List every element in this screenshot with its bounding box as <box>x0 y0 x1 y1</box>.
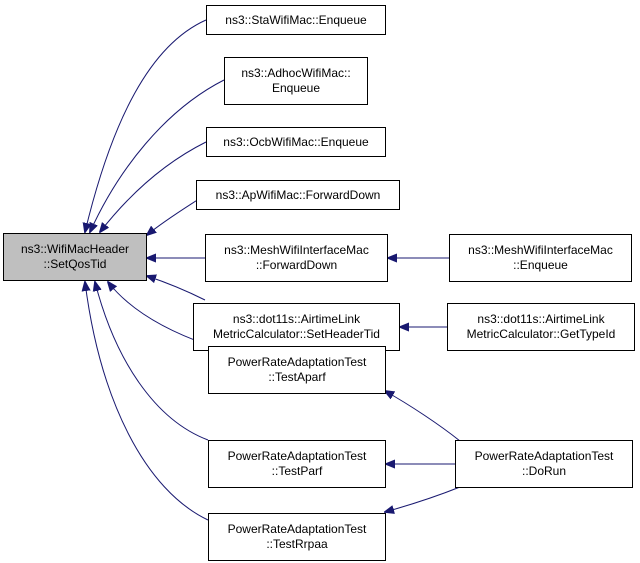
node-adhocwifimac-enqueue[interactable]: ns3::AdhocWifiMac:: Enqueue <box>224 57 368 105</box>
node-label-line2: ::DoRun <box>521 464 567 478</box>
node-airtimelinkmetriccalculator-gettypeid[interactable]: ns3::dot11s::AirtimeLink MetricCalculato… <box>447 303 635 351</box>
node-label-line1: ns3::WifiMacHeader <box>20 242 130 256</box>
node-label-line1: PowerRateAdaptationTest <box>227 355 367 369</box>
node-airtimelinkmetriccalculator-setheadertid[interactable]: ns3::dot11s::AirtimeLink MetricCalculato… <box>193 303 400 351</box>
node-label-line2: Enqueue <box>271 81 321 95</box>
node-label-line2: MetricCalculator::GetTypeId <box>466 327 616 341</box>
node-label-line2: ::TestParf <box>271 464 323 478</box>
node-label-line1: ns3::dot11s::AirtimeLink <box>477 312 605 326</box>
edge-test-parf-to-root <box>95 282 209 441</box>
node-stawifimac-enqueue[interactable]: ns3::StaWifiMac::Enqueue <box>206 5 386 35</box>
node-label-line1: ns3::AdhocWifiMac:: <box>241 66 351 80</box>
node-label-line1: PowerRateAdaptationTest <box>227 449 367 463</box>
node-apwifimac-forwarddown[interactable]: ns3::ApWifiMac::ForwardDown <box>196 180 400 210</box>
node-powerrateadaptationtest-testrrpaa[interactable]: PowerRateAdaptationTest ::TestRrpaa <box>208 513 386 561</box>
edge-adhoc-enqueue-to-root <box>90 79 225 232</box>
node-label-line1: ns3::MeshWifiInterfaceMac <box>468 243 613 257</box>
node-label-line1: ns3::dot11s::AirtimeLink <box>232 312 361 326</box>
node-powerrateadaptationtest-dorun[interactable]: PowerRateAdaptationTest ::DoRun <box>455 440 633 488</box>
node-label-line1: ns3::OcbWifiMac::Enqueue <box>223 134 369 149</box>
node-label-line1: ns3::MeshWifiInterfaceMac <box>224 243 369 257</box>
node-label-line1: PowerRateAdaptationTest <box>474 449 614 463</box>
node-label-line2: ::Enqueue <box>513 258 568 272</box>
node-meshwifiinterfacemac-forwarddown[interactable]: ns3::MeshWifiInterfaceMac ::ForwardDown <box>205 234 388 282</box>
edge-test-rrpaa-to-root <box>85 282 209 521</box>
node-powerrateadaptationtest-testparf[interactable]: PowerRateAdaptationTest ::TestParf <box>208 440 386 488</box>
edge-ocb-enqueue-to-root <box>100 141 207 232</box>
node-wifimacheader-setqostid: ns3::WifiMacHeader ::SetQosTid <box>3 233 147 281</box>
node-label-line2: ::TestRrpaa <box>266 537 328 551</box>
node-label-line2: ::SetQosTid <box>43 257 107 271</box>
node-ocbwifimac-enqueue[interactable]: ns3::OcbWifiMac::Enqueue <box>206 127 386 157</box>
node-meshwifiinterfacemac-enqueue[interactable]: ns3::MeshWifiInterfaceMac ::Enqueue <box>449 234 632 282</box>
edge-dorun-to-test-aparf <box>385 391 461 442</box>
edge-dorun-to-test-rrpaa <box>385 486 461 512</box>
node-label-line1: ns3::ApWifiMac::ForwardDown <box>215 187 381 202</box>
node-powerrateadaptationtest-testaparf[interactable]: PowerRateAdaptationTest ::TestAparf <box>208 346 386 394</box>
node-label-line2: ::ForwardDown <box>255 258 338 272</box>
node-label-line1: ns3::StaWifiMac::Enqueue <box>225 12 367 27</box>
node-label-line2: MetricCalculator::SetHeaderTid <box>213 327 380 341</box>
edge-sta-enqueue-to-root <box>85 19 207 232</box>
edge-airtime-setheader-to-root <box>147 276 206 301</box>
node-label-line1: PowerRateAdaptationTest <box>227 522 367 536</box>
node-label-line2: ::TestAparf <box>268 370 326 384</box>
